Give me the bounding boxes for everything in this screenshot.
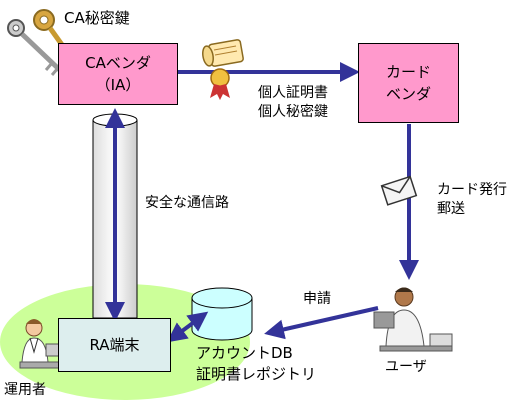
ra-db-arrow	[166, 311, 209, 343]
card-vendor-box: カード ベンダ	[358, 43, 459, 123]
card-mail-line1: カード発行	[437, 182, 507, 198]
account-db-line2: 証明書レポジトリ	[196, 365, 317, 383]
ra-terminal-box: RA端末	[58, 318, 171, 372]
certificate-scroll-icon	[202, 39, 244, 100]
account-db-label: アカウントDB 証明書レポジトリ	[196, 343, 316, 385]
secure-channel-label: 安全な通信路	[145, 195, 229, 211]
account-db-line1: アカウントDB	[196, 344, 293, 362]
ra-terminal-label: RA端末	[89, 336, 140, 354]
user-person-icon	[373, 287, 453, 352]
ca-vendor-name: CAベンダ	[85, 54, 151, 72]
envelope-icon	[380, 175, 418, 206]
operator-label: 運用者	[4, 382, 46, 398]
ca-vendor-ia: （IA）	[95, 76, 141, 94]
cert-delivery-line2: 個人秘密鍵	[258, 104, 328, 120]
account-db-cylinder	[191, 287, 253, 341]
user-label: ユーザ	[385, 359, 427, 375]
card-vendor-line1: カード	[385, 63, 431, 81]
operator-person-icon	[19, 319, 65, 369]
application-label: 申請	[303, 291, 331, 307]
card-vendor-line2: ベンダ	[385, 85, 431, 103]
card-mail-line2: 郵送	[437, 201, 465, 217]
user-to-db-arrow	[264, 306, 379, 340]
ca-vendor-box: CAベンダ （IA）	[58, 43, 178, 105]
ca-private-key-label: CA秘密鍵	[64, 9, 130, 27]
card-mail-label: カード発行 郵送	[437, 181, 507, 219]
cert-delivery-line1: 個人証明書	[258, 85, 328, 101]
cert-delivery-label: 個人証明書 個人秘密鍵	[258, 84, 328, 122]
